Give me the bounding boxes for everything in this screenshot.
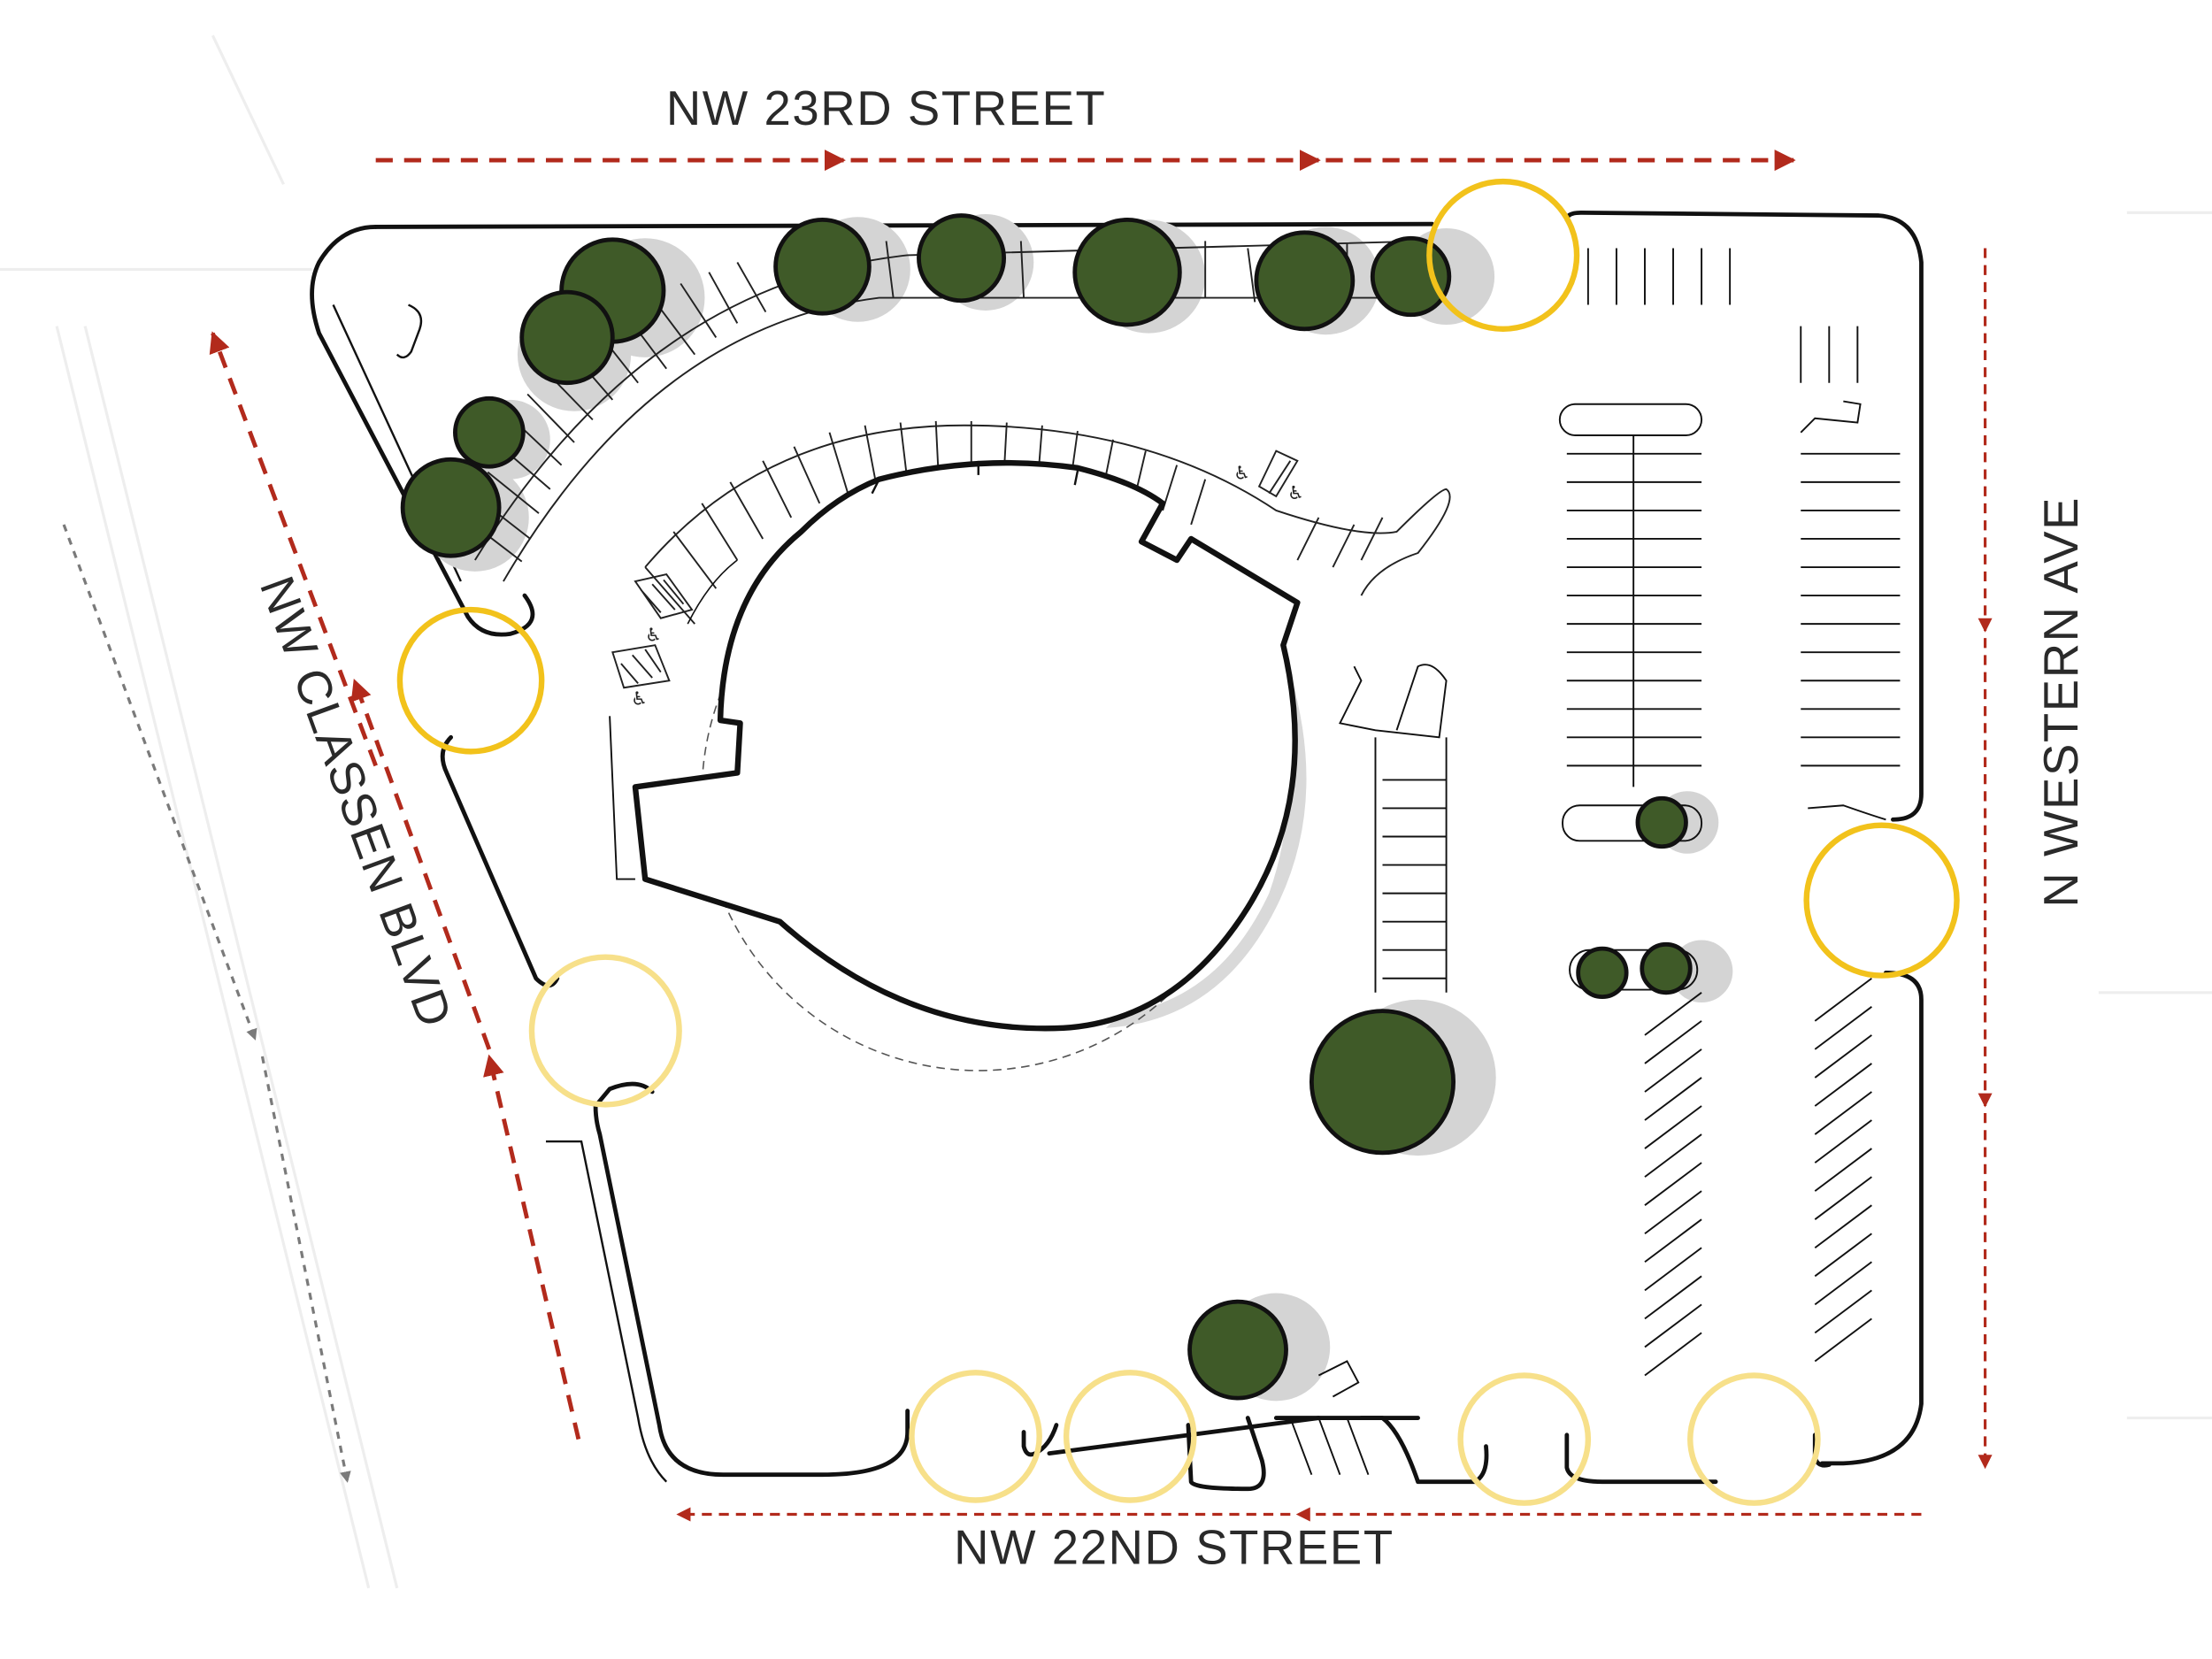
flow-arrow-west-3 [483,1054,581,1440]
svg-text:♿: ♿ [631,687,648,709]
east-walkway [609,664,1448,993]
primary-access-circle [1803,822,1960,979]
secondary-access-circle [1687,1372,1821,1506]
tree [1254,230,1356,332]
flow-arrow-west-1 [209,331,378,767]
tree [1072,217,1182,327]
tree [1309,1009,1456,1156]
tree [773,217,872,316]
access-points [396,178,1960,1506]
trees [400,213,1693,1401]
flow-arrow-classen-2 [260,1056,351,1483]
street-label-west: NW CLASSEN BLVD [250,569,463,1034]
traffic-flow-arrows [209,150,1993,1522]
tree [1640,941,1693,995]
secondary-access-circle [1457,1372,1592,1506]
secondary-access-circle [528,954,682,1108]
accessible-parking-icon: ♿ ♿ ♿ ♿ [631,463,1304,710]
street-label-south: NW 22ND STREET [954,1521,1394,1575]
context-linework [0,35,2212,1589]
tree [917,213,1007,303]
svg-text:♿: ♿ [645,624,662,645]
secondary-access-circle [909,1370,1042,1503]
svg-text:♿: ♿ [1287,482,1304,503]
tree [1576,946,1629,1000]
street-label-north: NW 23RD STREET [666,81,1107,135]
accessible-stall-hatches [611,572,694,689]
building-shadow [1106,652,1307,1028]
flow-arrow-west-2 [350,678,492,1050]
secondary-access-circle [1063,1370,1197,1503]
secondary-flow-arrows [62,524,351,1483]
primary-access-circle [396,606,545,755]
primary-access-circle [1426,178,1580,332]
inner-ring-stalls [644,420,1451,625]
east-parking [1289,248,1901,1476]
flow-arrow-classen-1 [62,524,257,1041]
tree [1370,235,1452,318]
tree [453,396,526,469]
tree [400,457,502,558]
tree [1187,1299,1288,1401]
building [632,459,1301,1071]
tree [519,289,615,386]
tree [1635,795,1688,849]
svg-text:♿: ♿ [1233,463,1250,484]
street-label-east: N WESTERN AVE [2034,496,2088,908]
